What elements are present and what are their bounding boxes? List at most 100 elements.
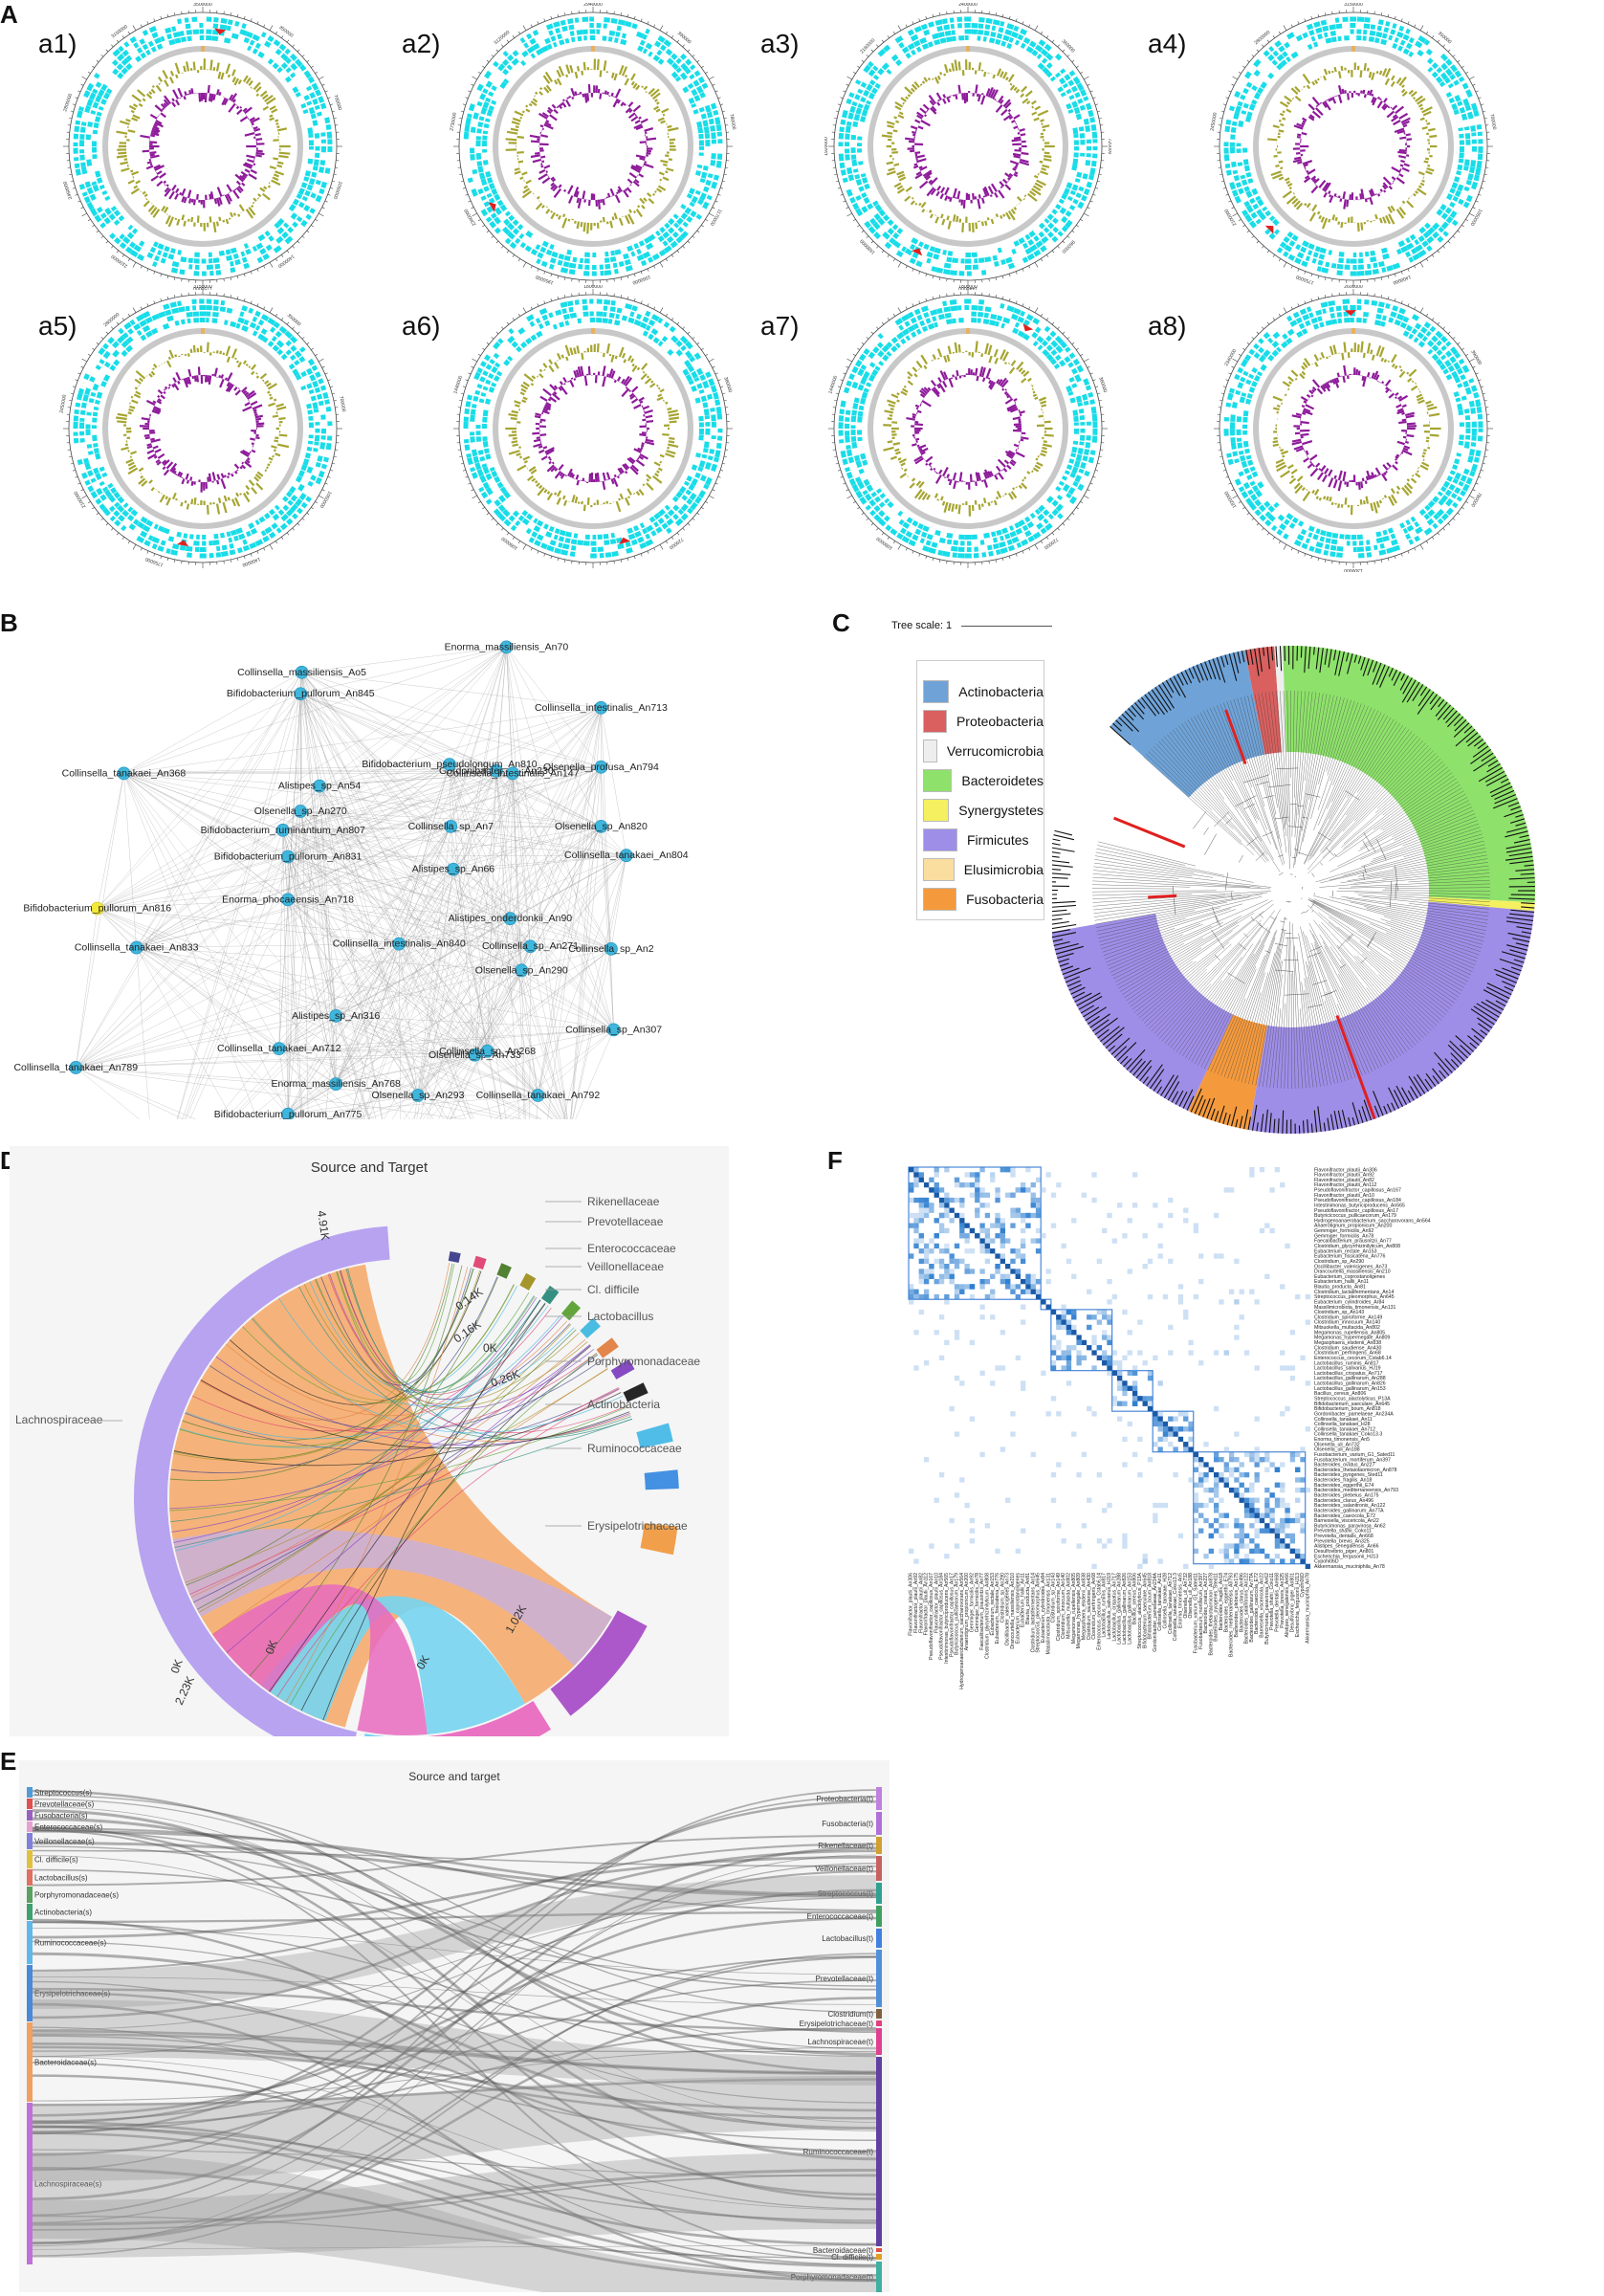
gene-arc bbox=[1432, 222, 1440, 231]
gene-arc bbox=[638, 240, 646, 247]
gc-skew-bar bbox=[1399, 168, 1402, 171]
gc-skew-bar bbox=[644, 161, 648, 164]
gene-arc bbox=[875, 488, 883, 495]
gene-arc bbox=[485, 379, 492, 386]
gc-skew-bar bbox=[617, 467, 623, 475]
gc-content-bar bbox=[893, 116, 898, 120]
gc-skew-bar bbox=[1002, 99, 1011, 108]
gc-content-bar bbox=[1323, 68, 1329, 76]
gene-arc bbox=[610, 299, 616, 306]
gc-content-bar bbox=[267, 390, 271, 394]
scale-tick bbox=[918, 271, 921, 275]
gene-arc bbox=[985, 17, 993, 24]
gene-arc bbox=[663, 245, 672, 254]
gene-arc bbox=[1066, 88, 1072, 95]
gc-content-bar bbox=[519, 391, 525, 396]
gc-content-bar bbox=[159, 494, 165, 503]
gene-arc bbox=[126, 232, 135, 240]
gene-arc bbox=[1047, 231, 1054, 238]
gene-arc bbox=[127, 506, 134, 513]
scale-tick bbox=[696, 59, 700, 63]
gc-content-bar bbox=[1016, 196, 1022, 202]
gc-content-bar bbox=[992, 74, 996, 79]
gc-skew-bar bbox=[614, 88, 622, 99]
gene-arc bbox=[254, 519, 260, 526]
gene-arc bbox=[164, 245, 170, 253]
gene-arc bbox=[491, 382, 497, 387]
scale-tick bbox=[837, 469, 841, 472]
gc-skew-bar bbox=[551, 461, 555, 465]
gene-arc bbox=[1290, 51, 1299, 59]
gene-arc bbox=[1397, 240, 1406, 248]
gene-arc bbox=[1067, 79, 1075, 87]
gene-arc bbox=[530, 53, 537, 59]
scale-tick bbox=[722, 392, 726, 395]
gc-content-bar bbox=[1043, 158, 1052, 162]
scale-tick bbox=[892, 541, 896, 544]
gc-content-bar bbox=[248, 365, 252, 368]
gene-arc bbox=[249, 321, 257, 329]
gene-arc bbox=[1388, 34, 1394, 41]
scale-tick bbox=[166, 13, 169, 17]
gene-arc bbox=[1409, 233, 1417, 241]
gc-content-bar bbox=[253, 475, 260, 482]
gene-arc bbox=[936, 25, 943, 33]
scale-tick bbox=[301, 337, 305, 340]
gc-content-bar bbox=[641, 85, 644, 89]
gene-arc bbox=[549, 257, 557, 264]
gene-arc bbox=[82, 457, 90, 464]
gc-skew-bar bbox=[546, 464, 555, 473]
gc-skew-bar bbox=[1369, 196, 1373, 206]
gc-skew-bar bbox=[165, 461, 174, 470]
gc-content-bar bbox=[610, 72, 615, 78]
scale-tick bbox=[1015, 271, 1018, 275]
gene-arc bbox=[642, 527, 648, 535]
gene-arc bbox=[861, 191, 868, 199]
gene-arc bbox=[1328, 250, 1332, 255]
gc-content-bar bbox=[1426, 167, 1435, 172]
scale-tick bbox=[1457, 59, 1461, 63]
gene-arc bbox=[1066, 195, 1073, 202]
gene-arc bbox=[953, 540, 958, 546]
gene-arc bbox=[1088, 391, 1094, 398]
scale-tick bbox=[301, 518, 305, 520]
gene-arc bbox=[667, 348, 674, 356]
gc-content-bar bbox=[1384, 77, 1391, 86]
gc-skew-bar bbox=[991, 89, 999, 99]
gene-arc bbox=[548, 263, 555, 270]
gc-skew-bar bbox=[929, 99, 935, 106]
scale-tick bbox=[517, 31, 521, 34]
gene-arc bbox=[1025, 314, 1034, 321]
gene-arc bbox=[874, 204, 883, 212]
gene-arc bbox=[501, 58, 510, 67]
gene-arc bbox=[1230, 126, 1237, 133]
gene-arc bbox=[699, 374, 707, 382]
gene-arc bbox=[700, 171, 708, 179]
scale-tick bbox=[897, 262, 902, 268]
scale-tick bbox=[530, 265, 533, 269]
gene-arc bbox=[512, 228, 520, 235]
gc-content-bar bbox=[1321, 217, 1329, 230]
gene-arc bbox=[1017, 330, 1025, 338]
scale-tick bbox=[81, 76, 87, 80]
gene-arc bbox=[1397, 45, 1403, 52]
gene-arc bbox=[533, 518, 538, 524]
gc-skew-bar bbox=[551, 178, 557, 183]
gene-arc bbox=[1020, 310, 1026, 318]
scale-tick bbox=[1266, 39, 1270, 43]
gene-arc bbox=[889, 237, 896, 245]
gene-arc bbox=[982, 319, 990, 325]
gene-arc bbox=[691, 370, 698, 379]
gc-skew-bar bbox=[982, 188, 988, 197]
gc-skew-bar bbox=[1382, 182, 1389, 188]
gc-skew-bar bbox=[620, 101, 625, 107]
gc-content-bar bbox=[150, 486, 155, 492]
gene-arc bbox=[1320, 19, 1328, 26]
gene-arc bbox=[1439, 53, 1449, 62]
gene-arc bbox=[186, 311, 193, 318]
gc-skew-bar bbox=[543, 123, 554, 130]
gc-content-bar bbox=[257, 193, 262, 198]
gc-content-bar bbox=[186, 503, 190, 510]
gene-arc bbox=[1043, 227, 1050, 233]
scale-tick bbox=[332, 392, 336, 395]
